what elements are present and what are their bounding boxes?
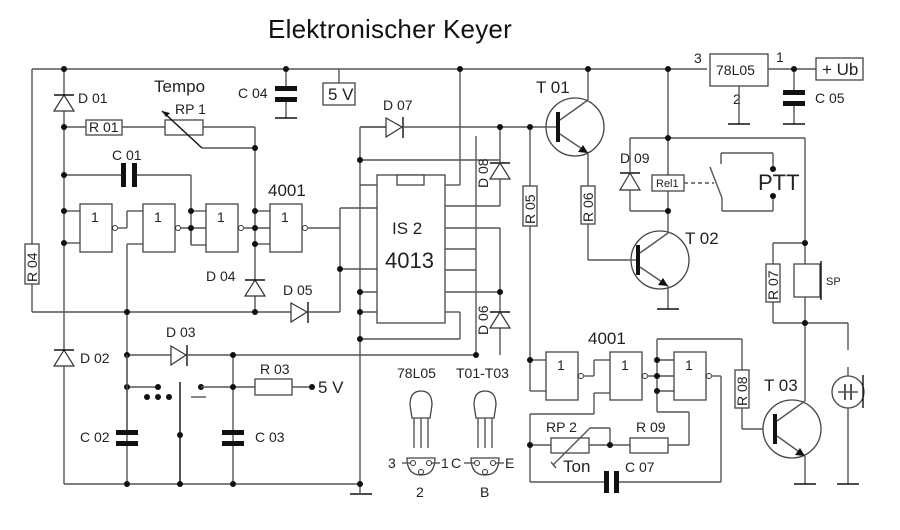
label-relay: Rel1 <box>656 178 679 190</box>
relay-section: D 09 Rel1 PTT <box>618 69 806 243</box>
output-jack <box>831 367 865 485</box>
pinout-78l05-pin-3: 3 <box>388 455 396 471</box>
label-78l05: 78L05 <box>716 62 755 78</box>
diode-d06: D 06 <box>475 305 512 335</box>
capacitor-c04: C 04 <box>238 69 297 119</box>
resistor-r04: R 04 <box>24 243 40 285</box>
gate-3-label: 1 <box>217 209 225 225</box>
gate-2-label: 1 <box>154 209 162 225</box>
pinout-transistor: T01-T03 C E B <box>451 365 514 500</box>
label-ptt: PTT <box>758 170 800 195</box>
resistor-r05: R 05 <box>522 127 538 360</box>
label-d05: D 05 <box>283 282 313 298</box>
label-r03: R 03 <box>260 361 290 377</box>
label-r04: R 04 <box>24 252 40 282</box>
diode-d01: D 01 <box>52 90 108 112</box>
pinout-transistor-title: T01-T03 <box>456 365 509 381</box>
label-c07: C 07 <box>625 459 655 475</box>
diode-d03: D 03 <box>127 136 477 367</box>
tone-network: RP 2 Ton R 09 C 07 <box>529 414 721 493</box>
resistor-r01: R 01 <box>64 119 165 136</box>
label-t03: T 03 <box>764 376 798 395</box>
gate-2: 1 <box>126 203 206 484</box>
label-c03: C 03 <box>255 429 285 445</box>
transistor-t03: R 08 T 03 <box>734 339 822 485</box>
label-pin-2: 2 <box>733 91 741 107</box>
resistor-r06: R 06 <box>580 185 630 261</box>
label-r08: R 08 <box>734 376 750 406</box>
label-d02: D 02 <box>80 350 110 366</box>
gate-3: 1 <box>205 203 270 253</box>
voltage-box-5v: 5 V <box>322 69 356 106</box>
pinout-transistor-pin-b: B <box>480 484 489 500</box>
gate-4-label: 1 <box>281 209 289 225</box>
gate-7-label: 1 <box>685 357 693 373</box>
label-c05: C 05 <box>815 90 845 106</box>
diode-d05: D 05 <box>32 207 377 324</box>
potentiometer-rp1: RP 1 Tempo <box>154 77 256 312</box>
pinout-transistor-pin-c: C <box>451 455 461 471</box>
gate-6-label: 1 <box>621 357 629 373</box>
label-d03: D 03 <box>166 324 196 340</box>
diagram-title: Elektronischer Keyer <box>268 14 512 44</box>
label-sp: SP <box>826 276 841 288</box>
diode-d07: D 07 <box>360 97 545 139</box>
label-c02: C 02 <box>80 429 110 445</box>
label-4013: 4013 <box>385 248 434 273</box>
label-5v-box: 5 V <box>328 85 354 104</box>
morse-key <box>127 382 255 484</box>
ic-is2-4013: IS 2 4013 <box>359 69 501 355</box>
label-rp2: RP 2 <box>546 419 577 435</box>
ic3-4001: 4001 1 1 1 <box>529 329 742 482</box>
label-ic3-4001: 4001 <box>588 329 626 348</box>
transistor-t01: T 01 <box>536 69 605 186</box>
label-5v-ref: 5 V <box>318 378 344 397</box>
label-d07: D 07 <box>383 97 413 113</box>
capacitor-c03: C 03 <box>222 355 285 484</box>
label-c04: C 04 <box>238 85 268 101</box>
label-supply-ub: + Ub <box>822 60 858 79</box>
gate-5-label: 1 <box>557 357 565 373</box>
label-t01: T 01 <box>536 78 570 97</box>
label-t02: T 02 <box>685 229 719 248</box>
pinout-78l05-title: 78L05 <box>397 365 436 381</box>
gate-1-label: 1 <box>91 209 99 225</box>
label-d06: D 06 <box>475 305 491 335</box>
label-pin-3: 3 <box>694 50 702 66</box>
gate-4: 1 4001 <box>268 181 340 253</box>
pinout-78l05-pin-2: 2 <box>416 484 424 500</box>
gate-1: 1 <box>64 203 143 253</box>
label-r01: R 01 <box>89 119 119 135</box>
top-rail <box>31 68 707 312</box>
label-d01: D 01 <box>78 90 108 106</box>
label-is2: IS 2 <box>392 219 422 238</box>
label-tempo: Tempo <box>154 77 205 96</box>
resistor-r03: 5 V R 03 <box>254 361 344 397</box>
capacitor-c02: C 02 <box>80 429 138 446</box>
label-r06: R 06 <box>580 192 596 222</box>
label-ic1-4001: 4001 <box>268 181 306 200</box>
label-ton: Ton <box>563 457 590 476</box>
label-rp1: RP 1 <box>175 101 206 117</box>
label-c01: C 01 <box>112 147 142 163</box>
pinout-78l05-pin-1: 1 <box>441 455 449 471</box>
label-d08: D 08 <box>475 158 491 188</box>
label-r07: R 07 <box>765 270 781 300</box>
diode-d04: D 04 <box>206 268 267 297</box>
label-d09: D 09 <box>620 150 650 166</box>
label-r05: R 05 <box>522 194 538 224</box>
pinout-transistor-pin-e: E <box>505 455 514 471</box>
diode-d02: D 02 <box>52 348 110 367</box>
label-r09: R 09 <box>636 419 666 435</box>
regulator-78l05: 78L05 3 1 2 C 05 + Ub <box>694 49 864 125</box>
label-d04: D 04 <box>206 268 236 284</box>
junction-dots <box>61 66 808 487</box>
pinout-78l05: 78L05 3 1 2 <box>388 365 449 500</box>
label-pin-1: 1 <box>776 49 784 65</box>
transistor-t02: T 02 <box>630 229 719 310</box>
speaker-section: R 07 SP <box>765 242 849 370</box>
diode-d08: D 08 <box>475 127 512 206</box>
